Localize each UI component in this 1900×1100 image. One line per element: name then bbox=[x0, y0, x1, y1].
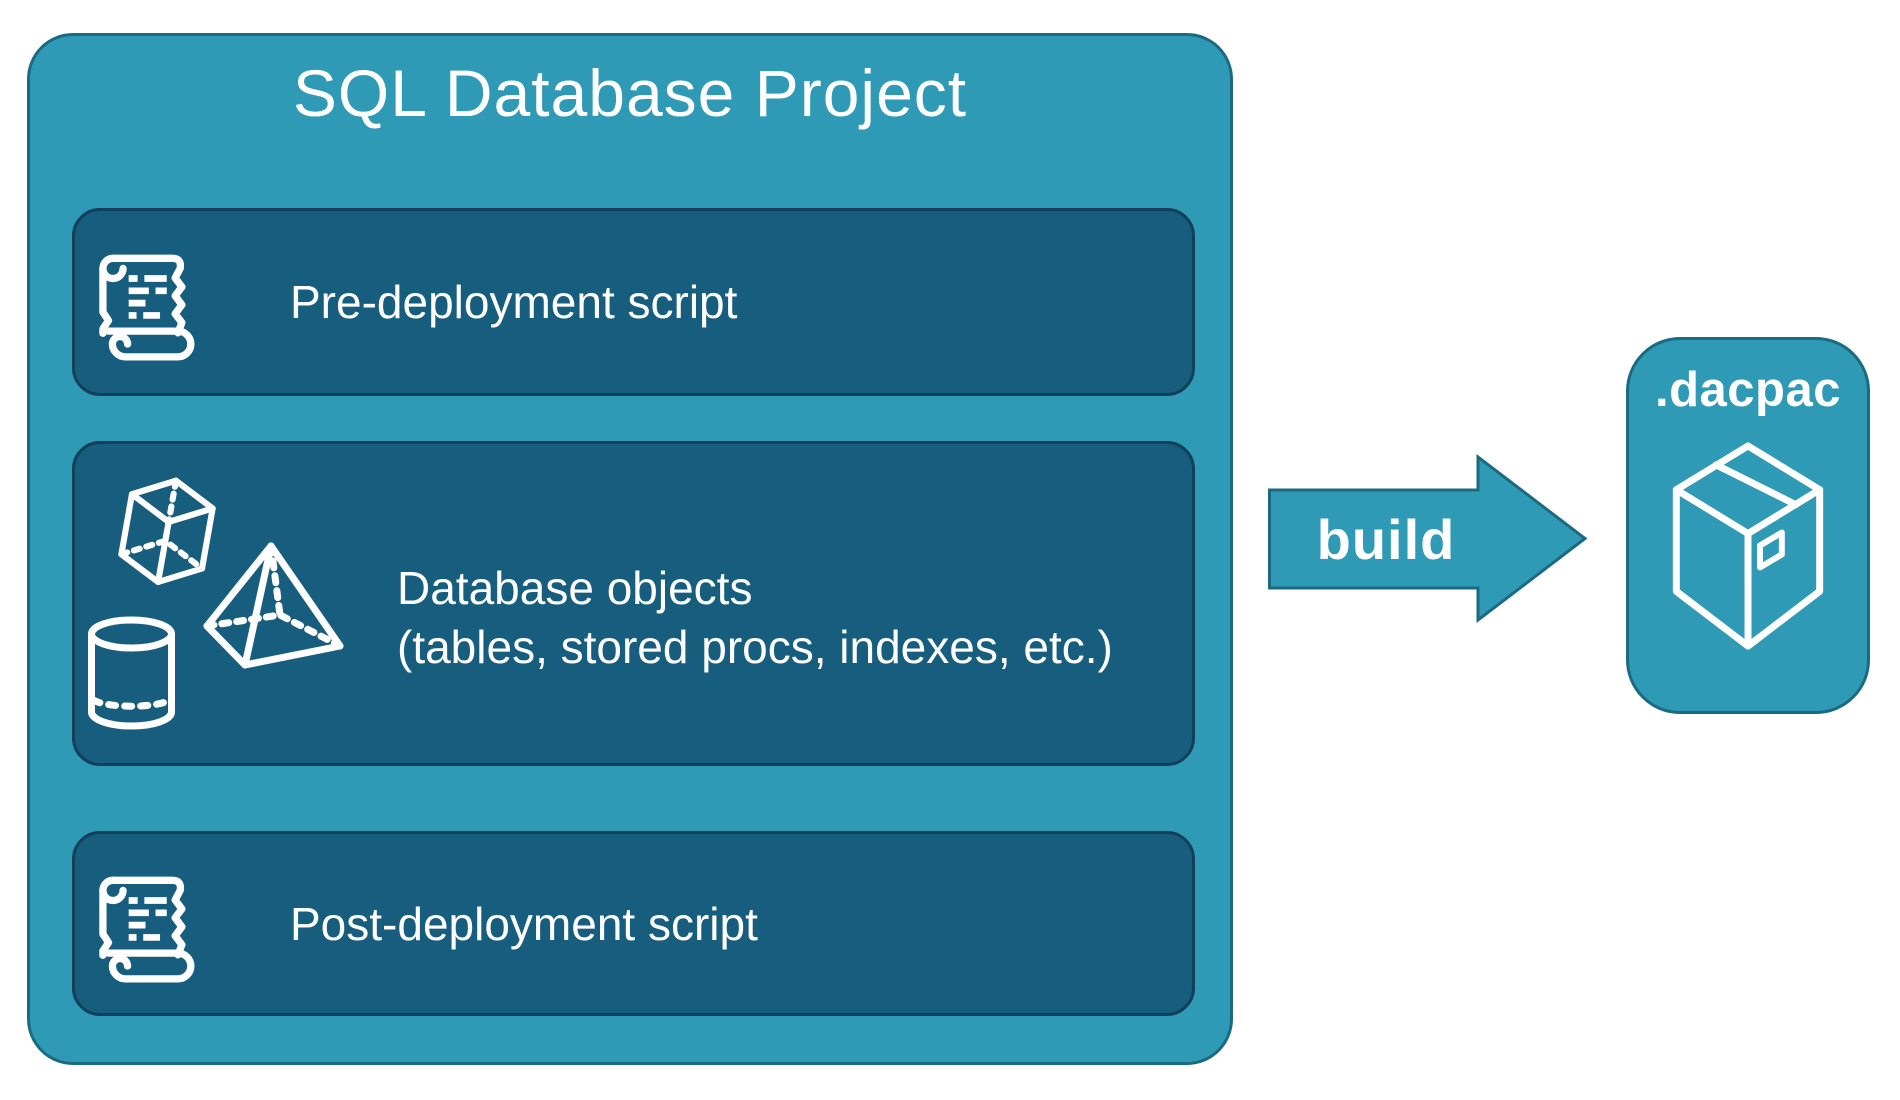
build-arrow-label: build bbox=[1316, 507, 1456, 571]
pre-deployment-label: Pre-deployment script bbox=[290, 276, 738, 328]
dacpac-box: .dacpac bbox=[1626, 337, 1870, 714]
post-deployment-label: Post-deployment script bbox=[290, 897, 758, 950]
scroll-icon bbox=[99, 254, 195, 361]
scroll-icon bbox=[99, 876, 195, 983]
database-objects-label-block: Database objects (tables, stored procs, … bbox=[397, 559, 1113, 677]
pre-deployment-script-box: Pre-deployment script bbox=[72, 208, 1195, 396]
database-objects-sublabel: (tables, stored procs, indexes, etc.) bbox=[397, 620, 1113, 673]
project-title: SQL Database Project bbox=[292, 56, 968, 130]
pyramid-icon bbox=[203, 542, 344, 669]
post-deployment-script-box: Post-deployment script bbox=[72, 831, 1195, 1016]
sql-database-project-container: SQL Database Project Pre-deploymen bbox=[27, 33, 1233, 1065]
dacpac-label: .dacpac bbox=[1655, 363, 1841, 417]
database-objects-label: Database objects bbox=[397, 561, 753, 614]
database-objects-box: Database objects (tables, stored procs, … bbox=[72, 441, 1195, 766]
package-icon bbox=[1672, 442, 1824, 650]
build-arrow-shape bbox=[1268, 453, 1588, 624]
cylinder-icon bbox=[88, 616, 175, 730]
cube-icon bbox=[118, 477, 216, 586]
